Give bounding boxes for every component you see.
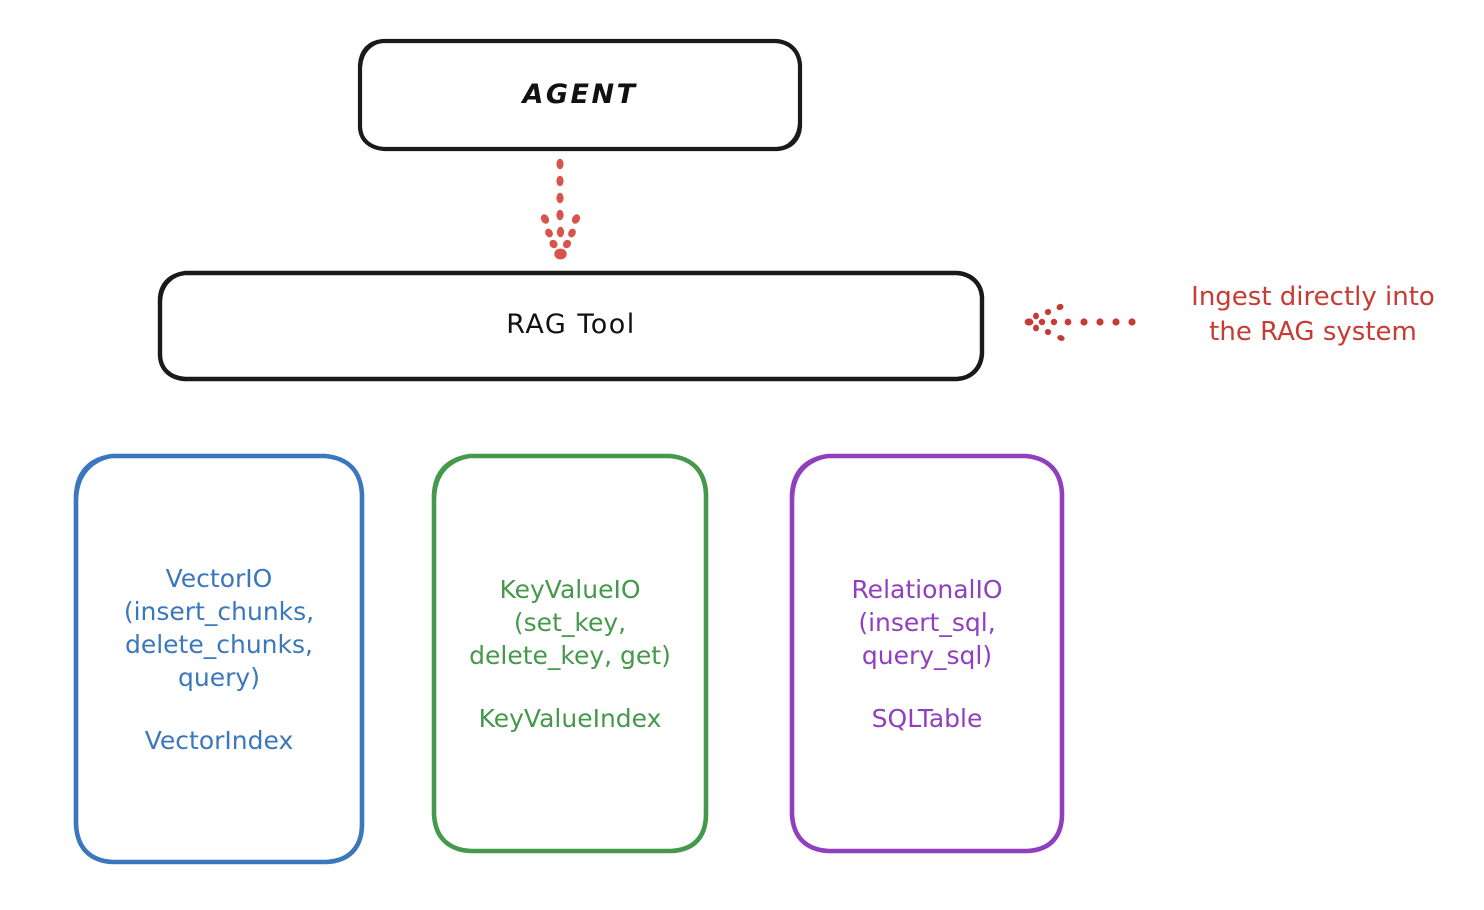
node-key-value-io[interactable]: KeyValueIO (set_key, delete_key, get) Ke… bbox=[430, 452, 710, 855]
node-relational-io[interactable]: RelationalIO (insert_sql, query_sql) SQL… bbox=[788, 452, 1066, 855]
connector-agent-to-rag-tool bbox=[540, 158, 581, 260]
relational-io-api-label: RelationalIO (insert_sql, query_sql) bbox=[851, 574, 1003, 670]
agent-label: AGENT bbox=[522, 78, 638, 110]
key-value-io-index-label: KeyValueIndex bbox=[478, 703, 662, 733]
key-value-io-api-label: KeyValueIO (set_key, delete_key, get) bbox=[469, 574, 671, 670]
node-vector-io[interactable]: VectorIO (insert_chunks, delete_chunks, … bbox=[72, 452, 366, 866]
node-agent[interactable]: AGENT bbox=[357, 38, 803, 152]
vector-io-api-label: VectorIO (insert_chunks, delete_chunks, … bbox=[123, 563, 315, 692]
annotation-ingest-directly: Ingest directly into the RAG system bbox=[1191, 282, 1435, 348]
connector-note-to-rag-tool bbox=[1024, 303, 1136, 341]
node-rag-tool[interactable]: RAG Tool bbox=[157, 270, 985, 382]
relational-io-index-label: SQLTable bbox=[871, 703, 983, 733]
vector-io-index-label: VectorIndex bbox=[144, 725, 294, 755]
rag-tool-label: RAG Tool bbox=[506, 309, 636, 341]
